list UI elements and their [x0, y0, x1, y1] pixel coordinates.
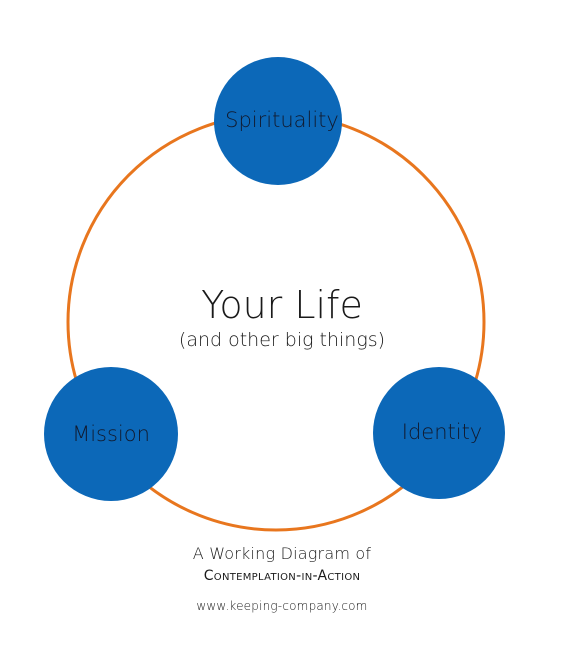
- node-mission: Mission: [44, 367, 178, 501]
- website-url: www.keeping-company.com: [196, 599, 368, 613]
- node-label-spirituality: Spirituality: [225, 108, 339, 132]
- node-spirituality: Spirituality: [214, 57, 342, 185]
- node-circle-identity: [373, 367, 505, 499]
- node-circle-spirituality: [214, 57, 342, 185]
- center-subtitle: (and other big things): [179, 329, 385, 351]
- node-label-identity: Identity: [402, 420, 482, 444]
- caption-contemplation-in-action: Contemplation-in-Action: [203, 568, 361, 584]
- center-title: Your Life: [201, 283, 363, 327]
- node-label-mission: Mission: [72, 422, 150, 446]
- node-circle-mission: [44, 367, 178, 501]
- caption-working-diagram: A Working Diagram of: [192, 544, 372, 563]
- node-identity: Identity: [373, 367, 505, 499]
